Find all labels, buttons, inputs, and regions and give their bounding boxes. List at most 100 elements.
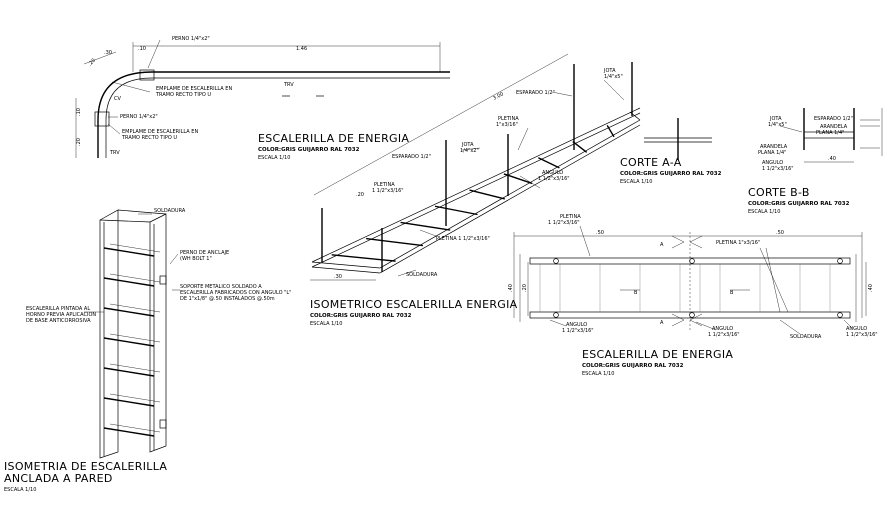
top-splice	[139, 69, 155, 81]
corte-aa: CORTE A-A COLOR:GRIS GUIJARRO RAL 7032 E…	[620, 118, 722, 185]
wall-soldadura: SOLDADURA	[154, 208, 186, 214]
wall-perno-b: (WH BOLT 1"	[180, 256, 212, 262]
dim-146: 1.46	[296, 46, 307, 52]
bb-arandela-b: PLANA 1/4"	[816, 130, 844, 136]
wall-scale: ESCALA 1/10	[4, 487, 36, 493]
plan-angulo2-b: 1 1/2"x3/16"	[708, 332, 740, 338]
wall-rung-edge	[109, 363, 161, 373]
bb-dim: .40	[828, 156, 836, 162]
iso-rung	[469, 189, 505, 200]
jota2-b: 1/4"x2"	[460, 148, 479, 154]
iso-energia-title: ESCALERILLA DE ENERGIA	[258, 132, 409, 145]
bb-angulo-b: 1 1/2"x3/16"	[762, 166, 794, 172]
jota2-a: JOTA	[461, 142, 474, 148]
jota1-a: JOTA	[603, 68, 616, 74]
wall-title-2: ANCLADA A PARED	[4, 472, 113, 485]
empalme1-b: TRAMO RECTO TIPO U	[155, 92, 211, 98]
iso-color: COLOR:GRIS GUIJARRO RAL 7032	[310, 313, 412, 319]
bb-espaciado: ESPARADO 1/2"	[814, 116, 853, 122]
wall-rung	[103, 367, 155, 377]
plan-title: ESCALERILLA DE ENERGIA	[582, 348, 733, 361]
plan-rungs	[539, 258, 843, 318]
wall-rungs	[103, 243, 161, 437]
wall-rung	[103, 427, 155, 437]
section-b-right: B	[730, 290, 734, 296]
plan-pletina-b: 1 1/2"x3/16"	[548, 220, 580, 226]
plan-bolt	[837, 312, 843, 318]
wall-rung-edge	[109, 243, 161, 253]
iso-soldadura: SOLDADURA	[406, 272, 438, 278]
empalme2-a: EMPLAME DE ESCALERILLA EN	[122, 129, 198, 135]
iso-dim-bottom: .30	[334, 274, 342, 280]
plan-view: PLETINA 1 1/2"x3/16" PLETINA 1"x3/16" .5…	[508, 214, 878, 377]
plan-angulo1-b: 1 1/2"x3/16"	[562, 328, 594, 334]
pletina-bot: PLETINA 1 1/2"x3/16"	[436, 236, 490, 242]
bb-arandela2-b: PLANA 1/4"	[758, 150, 786, 156]
iso-title: ISOMETRICO ESCALERILLA ENERGIA	[310, 298, 518, 311]
angulo-a: ANGULO	[542, 170, 563, 176]
iso-energia-color: COLOR:GRIS GUIJARRO RAL 7032	[258, 147, 360, 153]
iso-rung	[606, 125, 615, 138]
corte-bb: JOTA 1/4"x5" ESPARADO 1/2" ARANDELA PLAN…	[748, 108, 883, 215]
pletina-top-a: PLETINA	[498, 116, 519, 122]
empalme2-b: TRAMO RECTO TIPO U	[121, 135, 177, 141]
wall-title-1: ISOMETRIA DE ESCALERILLA	[4, 460, 167, 473]
plan-angulo2-a: ANGULO	[712, 326, 733, 332]
dim-30: .30	[104, 50, 112, 56]
wall-rung-edge	[109, 303, 161, 313]
plan-bolt	[837, 258, 843, 264]
plan-dim-40-l: .40	[508, 284, 514, 292]
corte-aa-title: CORTE A-A	[620, 156, 682, 169]
plan-bolt	[553, 312, 559, 318]
plan-dim-right: .50	[776, 230, 784, 236]
wall-ladder: SOLDADURA PERNO DE ANCLAJE (WH BOLT 1" S…	[4, 208, 291, 493]
wall-pintada-b: HORNO PREVIA APLICACION	[26, 312, 96, 318]
corte-bb-title: CORTE B-B	[748, 186, 810, 199]
iso-energia-scale: ESCALA 1/10	[258, 155, 290, 161]
trv-top: TRV	[283, 82, 294, 88]
bb-angulo-a: ANGULO	[762, 160, 783, 166]
iso-rung	[366, 237, 423, 247]
espaciado1: ESPARADO 1/2"	[516, 90, 555, 96]
iso-rung	[400, 221, 451, 231]
corte-aa-scale: ESCALA 1/10	[620, 179, 652, 185]
trv-bottom: TRV	[109, 150, 120, 156]
wall-rung-edge	[109, 273, 161, 283]
plan-color: COLOR:GRIS GUIJARRO RAL 7032	[582, 363, 684, 369]
angulo-b: 1 1/2"x3/16"	[538, 176, 570, 182]
wall-soporte-b: ESCALERILLA FABRICADOS CON ANGULO "L"	[180, 290, 291, 296]
iso-ladder: 3.00 .20 ESPARADO 1/2" JOTA 1/4"x5" PLET…	[258, 53, 641, 327]
corte-bb-color: COLOR:GRIS GUIJARRO RAL 7032	[748, 201, 850, 207]
wall-rung	[103, 247, 155, 257]
plan-bolt	[689, 312, 695, 318]
wall-soporte-c: DE 1"x1/8" @.50 INSTALADOS @.50m	[180, 296, 275, 302]
iso-rung	[331, 254, 396, 262]
perno-mid-label: PERNO 1/4"x2"	[120, 114, 158, 120]
pletina-top-b: 1"x3/16"	[496, 122, 518, 128]
iso-rung	[572, 141, 588, 153]
perno-top-label: PERNO 1/4"x2"	[172, 36, 210, 42]
wall-pintada-a: ESCALERILLA PINTADA AL	[26, 306, 90, 312]
plan-angulo3-b: 1 1/2"x3/16"	[846, 332, 878, 338]
iso-rung	[434, 205, 478, 216]
dim-20-left: .20	[76, 138, 82, 146]
wall-rung	[103, 337, 155, 347]
bb-arandela-a: ARANDELA	[820, 124, 848, 130]
wall-pintada-c: DE BASE ANTICORROSIVA	[26, 318, 91, 324]
pletina-left-a: PLETINA	[374, 182, 395, 188]
bb-jota-b: 1/4"x5"	[768, 122, 787, 128]
wall-perno-a: PERNO DE ANCLAJE	[180, 250, 229, 256]
iso-scale: ESCALA 1/10	[310, 321, 342, 327]
plan-bolt	[689, 258, 695, 264]
iso-rungs	[331, 125, 615, 262]
dim-10-left: .10	[76, 108, 82, 116]
side-splice	[94, 111, 110, 127]
section-a-top: A	[660, 242, 664, 248]
wall-rung-edge	[109, 423, 161, 433]
wall-rung-edge	[109, 393, 161, 403]
wall-rung	[103, 307, 155, 317]
plan-soldadura: SOLDADURA	[790, 334, 822, 340]
jota1-b: 1/4"x5"	[604, 74, 623, 80]
espaciado2: ESPARADO 1/2"	[392, 154, 431, 160]
